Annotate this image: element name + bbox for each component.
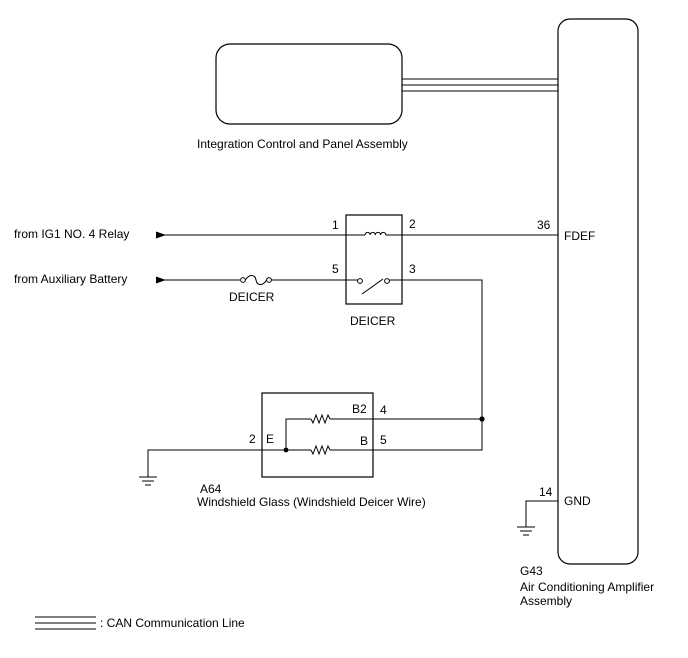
fdef-pin-number: 36 (537, 218, 551, 232)
windshield-ground-wire (147, 449, 262, 477)
windshield-pin-5: 5 (380, 433, 387, 447)
windshield-terminal-b2: B2 (352, 402, 367, 416)
windshield-box (261, 392, 374, 478)
can-line-legend-label: : CAN Communication Line (100, 616, 245, 630)
windshield-pin-4: 4 (380, 403, 387, 417)
can-line-legend-icon (35, 616, 96, 630)
windshield-terminal-e: E (266, 432, 274, 446)
ig1-arrow-icon (156, 231, 166, 239)
windshield-ground-icon (139, 476, 157, 486)
ac-amplifier-label-line2: Assembly (520, 594, 572, 608)
ac-amplifier-code: G43 (520, 564, 543, 578)
relay-to-windshield-wire (373, 279, 483, 451)
windshield-label: Windshield Glass (Windshield Deicer Wire… (197, 495, 426, 509)
gnd-pin-number: 14 (539, 485, 553, 499)
ac-amplifier-label-line1: Air Conditioning Amplifier (520, 580, 654, 594)
deicer-fuse-label: DEICER (229, 290, 275, 304)
relay-pin-5: 5 (332, 262, 339, 276)
windshield-pin-2: 2 (249, 432, 256, 446)
deicer-fuse-icon (240, 275, 272, 285)
relay-switch-icon (346, 278, 402, 295)
deicer-relay-box (345, 214, 403, 305)
amplifier-ground-icon (517, 526, 535, 536)
deicer-resistors-icon (262, 413, 373, 456)
windshield-terminal-b: B (360, 434, 368, 448)
aux-battery-arrow-icon (156, 276, 166, 284)
integration-panel-box (215, 43, 403, 125)
ac-amplifier-box (557, 18, 639, 565)
relay-pin-3: 3 (409, 262, 416, 276)
relay-pin-1: 1 (332, 218, 339, 232)
relay-coil-icon (364, 231, 387, 236)
junction-dot (479, 416, 485, 422)
ig1-source-label: from IG1 NO. 4 Relay (14, 227, 129, 241)
can-communication-line (402, 78, 558, 92)
relay-pin-2: 2 (409, 217, 416, 231)
fdef-terminal-label: FDEF (564, 229, 595, 243)
amplifier-ground-wire (525, 500, 558, 527)
windshield-code: A64 (200, 482, 222, 496)
aux-battery-source-label: from Auxiliary Battery (14, 272, 127, 286)
gnd-terminal-label: GND (564, 494, 591, 508)
integration-panel-label: Integration Control and Panel Assembly (197, 137, 408, 151)
deicer-relay-label: DEICER (350, 314, 396, 328)
